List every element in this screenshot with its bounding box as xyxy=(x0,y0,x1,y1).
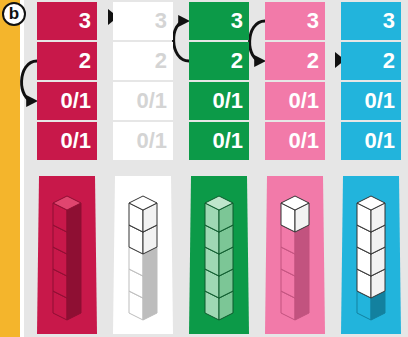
cell-value: 3 xyxy=(79,10,91,32)
cell-value: 2 xyxy=(79,50,91,72)
track-cell: 0/1 xyxy=(265,82,325,120)
column-band xyxy=(265,176,325,334)
side-bar xyxy=(0,0,20,337)
cube-face xyxy=(205,196,233,210)
track-cell: 0/1 xyxy=(341,122,401,160)
cube-face xyxy=(53,196,81,210)
cell-value: 2 xyxy=(307,50,319,72)
track-cell: 2 xyxy=(265,42,325,80)
cube-face xyxy=(129,196,157,210)
track-cell: 0/1 xyxy=(189,122,249,160)
move-arrow xyxy=(22,61,37,101)
cell-value: 0/1 xyxy=(364,90,395,112)
panel-letter: b xyxy=(3,5,25,22)
cell-value: 0/1 xyxy=(60,90,91,112)
column-band xyxy=(189,176,249,334)
track-cell: 3 xyxy=(113,2,173,40)
track-cell: 0/1 xyxy=(265,122,325,160)
column-band xyxy=(113,176,173,334)
track-cell: 2 xyxy=(341,42,401,80)
track-cell: 3 xyxy=(189,2,249,40)
cell-value: 0/1 xyxy=(136,90,167,112)
cell-value: 0/1 xyxy=(60,130,91,152)
track-cell: 2 xyxy=(113,42,173,80)
track-cell: 3 xyxy=(37,2,97,40)
cell-value: 2 xyxy=(155,50,167,72)
cube-stacks xyxy=(37,176,401,334)
side-gap xyxy=(20,0,24,337)
cell-value: 0/1 xyxy=(212,130,243,152)
track-cell: 0/1 xyxy=(113,122,173,160)
cell-value: 3 xyxy=(307,10,319,32)
column-band xyxy=(37,176,97,334)
move-arrow xyxy=(174,21,189,61)
track-cell: 3 xyxy=(341,2,401,40)
cell-value: 3 xyxy=(155,10,167,32)
track-cell: 2 xyxy=(37,42,97,80)
cell-value: 0/1 xyxy=(288,90,319,112)
cell-value: 2 xyxy=(383,50,395,72)
cell-value: 0/1 xyxy=(288,130,319,152)
track-cell: 0/1 xyxy=(189,82,249,120)
cell-value: 0/1 xyxy=(212,90,243,112)
cell-value: 2 xyxy=(231,50,243,72)
cell-value: 3 xyxy=(383,10,395,32)
track-cell: 0/1 xyxy=(37,122,97,160)
cell-value: 3 xyxy=(231,10,243,32)
track-cell: 2 xyxy=(189,42,249,80)
cell-value: 0/1 xyxy=(364,130,395,152)
track-cell: 0/1 xyxy=(341,82,401,120)
cube-face xyxy=(281,196,309,210)
letter-badge xyxy=(3,3,25,25)
cell-value: 0/1 xyxy=(136,130,167,152)
move-arrow xyxy=(250,21,265,61)
track-cell: 3 xyxy=(265,2,325,40)
column-band xyxy=(341,176,401,334)
track-cell: 0/1 xyxy=(37,82,97,120)
cube-face xyxy=(357,196,385,210)
track-cell: 0/1 xyxy=(113,82,173,120)
